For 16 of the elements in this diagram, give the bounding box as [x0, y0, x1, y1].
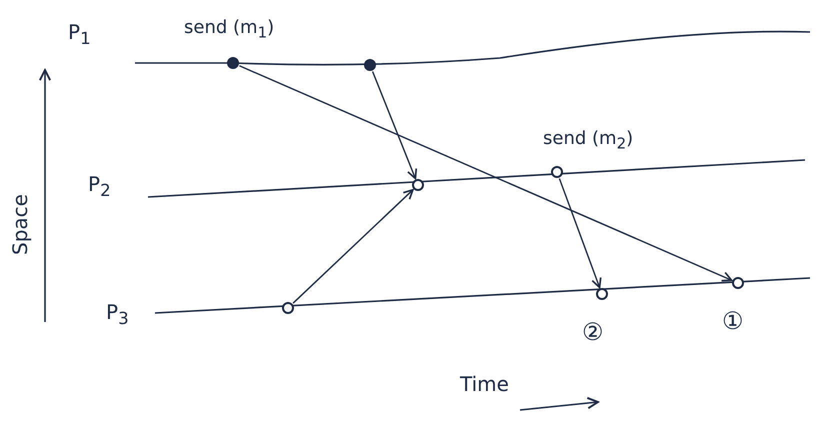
- message-arrow: [292, 188, 414, 304]
- message-arrow: [239, 65, 732, 282]
- event-dot: [282, 302, 294, 314]
- event-dot: [364, 59, 376, 71]
- event-label: ②: [582, 318, 604, 346]
- process-label: P$_{3}$: [106, 300, 129, 328]
- axis-label: Time: [460, 372, 509, 396]
- axis-label: Space: [8, 194, 32, 255]
- event-label: send (m$_{2}$): [543, 128, 634, 153]
- event-label: send (m$_{1}$): [184, 17, 274, 42]
- message-arrow: [372, 71, 418, 180]
- event-dot: [412, 179, 424, 191]
- event-label: ①: [722, 307, 744, 335]
- message-arrow: [558, 178, 602, 288]
- process-label: P$_{1}$: [68, 20, 91, 48]
- process-label: P$_{2}$: [88, 172, 111, 200]
